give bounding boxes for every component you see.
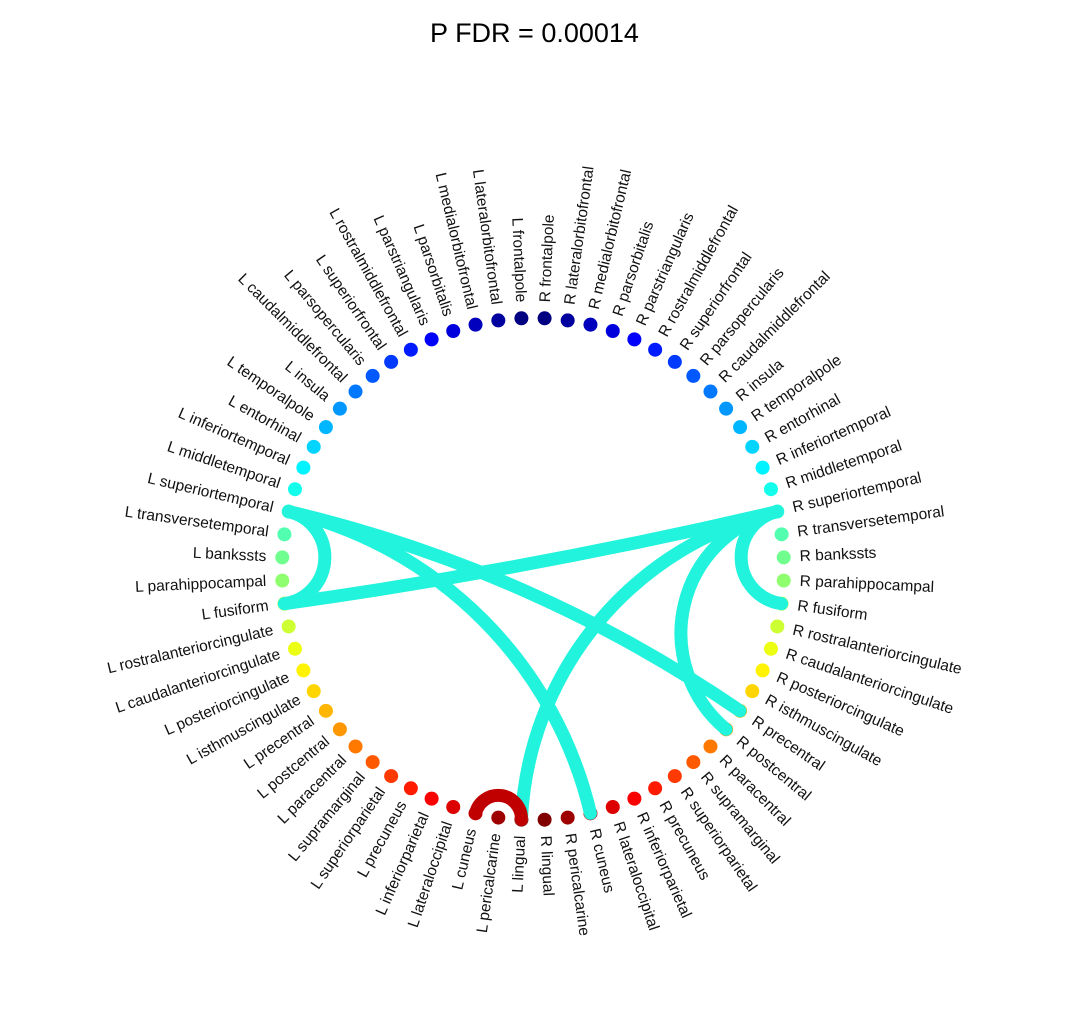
node-r-temporalpole	[733, 420, 748, 435]
node-r-superiorfrontal	[667, 354, 682, 369]
node-r-rostralanteriorcingulate	[770, 619, 785, 634]
node-r-entorhinal	[745, 439, 760, 454]
node-r-medialorbitofrontal	[583, 317, 598, 332]
region-label: R lingual	[537, 835, 557, 896]
node-r-lateralorbitofrontal	[560, 313, 575, 328]
region-label: R cuneus	[586, 827, 618, 895]
region-label: R pericalcarine	[561, 832, 592, 937]
region-label: R fusiform	[796, 597, 868, 624]
edge-r-superiortemporal-to-r-postcentral	[674, 505, 784, 736]
node-r-precuneus	[648, 781, 663, 796]
region-label: R bankssts	[799, 545, 877, 566]
chart-title: P FDR = 0.00014	[430, 18, 639, 48]
node-l-postcentral	[332, 722, 347, 737]
edge-l-superiortemporal-to-r-cuneus	[282, 505, 597, 820]
node-l-inferiortemporal	[296, 460, 311, 475]
node-l-superiorparietal	[384, 769, 399, 784]
node-l-lateraloccipital	[446, 799, 461, 814]
node-l-bankssts	[275, 550, 290, 565]
node-r-lateraloccipital	[605, 799, 620, 814]
node-l-precuneus	[403, 781, 418, 796]
node-r-lingual	[537, 812, 552, 827]
node-r-paracentral	[703, 739, 718, 754]
node-l-superiorfrontal	[384, 354, 399, 369]
region-label: L bankssts	[192, 545, 266, 565]
node-r-parstriangularis	[627, 332, 642, 347]
region-label: R frontalpole	[537, 214, 558, 303]
region-label: L pericalcarine	[474, 832, 505, 934]
node-r-transversetemporal	[774, 527, 789, 542]
region-label: L lingual	[510, 835, 530, 893]
node-r-posteriorcingulate	[755, 663, 770, 678]
edges-layer	[277, 505, 789, 827]
node-l-pericalcarine	[491, 810, 506, 825]
node-r-caudalmiddlefrontal	[703, 384, 718, 399]
node-l-transversetemporal	[277, 527, 292, 542]
region-label: L frontalpole	[508, 217, 529, 302]
node-r-superiorparietal	[667, 769, 682, 784]
node-l-entorhinal	[306, 439, 321, 454]
node-l-precentral	[318, 703, 333, 718]
node-l-isthmuscingulate	[306, 684, 321, 699]
region-label: L parahippocampal	[135, 573, 267, 596]
node-r-caudalanteriorcingulate	[763, 641, 778, 656]
node-l-parahippocampal	[275, 573, 290, 588]
node-r-inferiorparietal	[627, 791, 642, 806]
node-l-lateralorbitofrontal	[491, 313, 506, 328]
region-label: R parahippocampal	[799, 573, 934, 596]
node-l-caudalmiddlefrontal	[348, 384, 363, 399]
node-l-parsopercularis	[365, 368, 380, 383]
node-r-parsorbitalis	[605, 324, 620, 339]
node-r-rostralmiddlefrontal	[648, 342, 663, 357]
node-r-parsopercularis	[686, 368, 701, 383]
node-r-inferiortemporal	[755, 460, 770, 475]
node-r-insula	[719, 401, 734, 416]
node-r-parahippocampal	[776, 573, 791, 588]
node-r-bankssts	[776, 550, 791, 565]
node-r-pericalcarine	[560, 810, 575, 825]
node-l-parsorbitalis	[446, 324, 461, 339]
node-r-supramarginal	[686, 755, 701, 770]
node-l-medialorbitofrontal	[468, 317, 483, 332]
node-l-parstriangularis	[424, 332, 439, 347]
edge-l-cuneus-to-l-lingual	[469, 788, 528, 827]
node-l-inferiorparietal	[424, 791, 439, 806]
node-r-isthmuscingulate	[745, 684, 760, 699]
node-l-rostralanteriorcingulate	[281, 619, 296, 634]
node-l-middletemporal	[288, 482, 303, 497]
edge-r-superiortemporal-to-l-lingual	[514, 505, 784, 827]
node-l-insula	[332, 401, 347, 416]
node-l-supramarginal	[365, 755, 380, 770]
node-r-middletemporal	[763, 482, 778, 497]
node-r-frontalpole	[537, 311, 552, 326]
node-l-caudalanteriorcingulate	[288, 641, 303, 656]
region-label: L cuneus	[449, 827, 480, 892]
node-l-rostralmiddlefrontal	[403, 342, 418, 357]
node-l-paracentral	[348, 739, 363, 754]
region-label: L fusiform	[201, 597, 270, 623]
node-l-temporalpole	[318, 420, 333, 435]
node-l-frontalpole	[514, 311, 529, 326]
node-l-posteriorcingulate	[296, 663, 311, 678]
